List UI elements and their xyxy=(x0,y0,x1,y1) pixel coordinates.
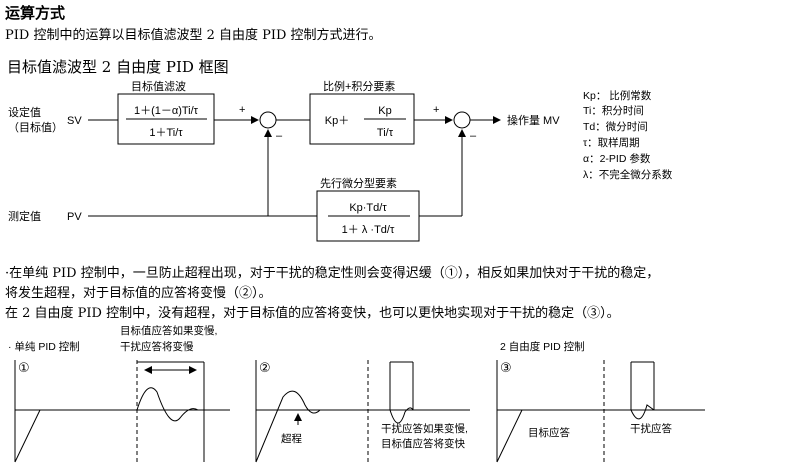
pi-block xyxy=(309,93,415,145)
legend-alpha: α：2-PID 参数 xyxy=(583,152,651,165)
disturbance-response-label: 干扰应答 xyxy=(630,422,672,435)
graph1-tag: ① xyxy=(18,360,30,375)
setpoint-label: 设定值 xyxy=(8,105,41,119)
graph3-tag: ③ xyxy=(500,360,512,375)
description-line-2: 将发生超程，对于目标值的应答将变慢（②）。 xyxy=(5,286,272,301)
sv-label: SV xyxy=(67,115,82,127)
filter-numerator: 1＋(1－α)Ti/τ xyxy=(134,105,199,117)
derivative-numerator: Kp·Td/τ xyxy=(349,202,387,214)
derivative-denominator: 1＋ λ ·Td/τ xyxy=(342,224,395,236)
graph1-note-line2: 干扰应答将变慢 xyxy=(120,340,194,353)
output-label: 操作量 MV xyxy=(507,113,560,127)
legend-td: Td：微分时间 xyxy=(583,120,648,133)
minus-sign-1: – xyxy=(276,130,283,142)
graph2-response-curve xyxy=(255,390,321,463)
filter-denominator: 1＋Ti/τ xyxy=(149,127,183,139)
legend-kp: Kp： 比例常数 xyxy=(583,89,652,102)
graph2-note-line1: 干扰应答如果变慢, xyxy=(381,422,468,435)
simple-pid-label: · 单纯 PID 控制 xyxy=(8,340,80,353)
measured-label: 测定值 xyxy=(8,209,41,223)
derivative-block-title: 先行微分型要素 xyxy=(320,176,397,190)
legend-tau: τ：取样周期 xyxy=(583,136,640,149)
pi-prefix: Kp＋ xyxy=(325,115,349,127)
sum-junction-1 xyxy=(259,111,277,129)
graph1-response-curve xyxy=(136,387,230,422)
graph1-note-line1: 目标值应答如果变慢, xyxy=(120,324,217,337)
graph2-tag: ② xyxy=(259,360,271,375)
graph2-note-line2: 目标值应答将变快 xyxy=(381,437,465,450)
plus-sign-1: + xyxy=(239,104,245,116)
legend-ti: Ti：积分时间 xyxy=(583,104,644,117)
pv-label: PV xyxy=(67,211,82,223)
legend-lambda: λ：不完全微分系数 xyxy=(583,168,673,181)
description-line-1: ·在单纯 PID 控制中，一旦防止超程出现，对于干扰的稳定性则会变得迟缓（①），… xyxy=(5,266,660,281)
overshoot-label: 超程 xyxy=(281,432,302,445)
section-title: 运算方式 xyxy=(5,4,66,22)
target-response-label: 目标应答 xyxy=(528,426,570,439)
two-dof-label: 2 自由度 PID 控制 xyxy=(500,340,585,353)
setpoint-label-sub: （目标值） xyxy=(8,120,63,134)
minus-sign-2: – xyxy=(470,130,477,142)
plus-sign-2: + xyxy=(433,104,439,116)
filter-block-title: 目标值滤波 xyxy=(131,79,186,93)
description-line-3: 在 2 自由度 PID 控制中，没有超程，对于目标值的应答将变快，也可以更快地实… xyxy=(5,306,620,321)
pi-block-title: 比例+积分要素 xyxy=(323,79,395,93)
pi-numerator: Kp xyxy=(378,105,391,117)
sum-junction-2 xyxy=(453,111,471,129)
intro-text: PID 控制中的运算以目标值滤波型 2 自由度 PID 控制方式进行。 xyxy=(5,28,382,43)
filter-block xyxy=(117,93,215,145)
graph3-response-curve xyxy=(496,409,523,463)
pi-denominator: Ti/τ xyxy=(377,127,394,139)
diagram-title: 目标值滤波型 2 自由度 PID 框图 xyxy=(7,58,229,76)
